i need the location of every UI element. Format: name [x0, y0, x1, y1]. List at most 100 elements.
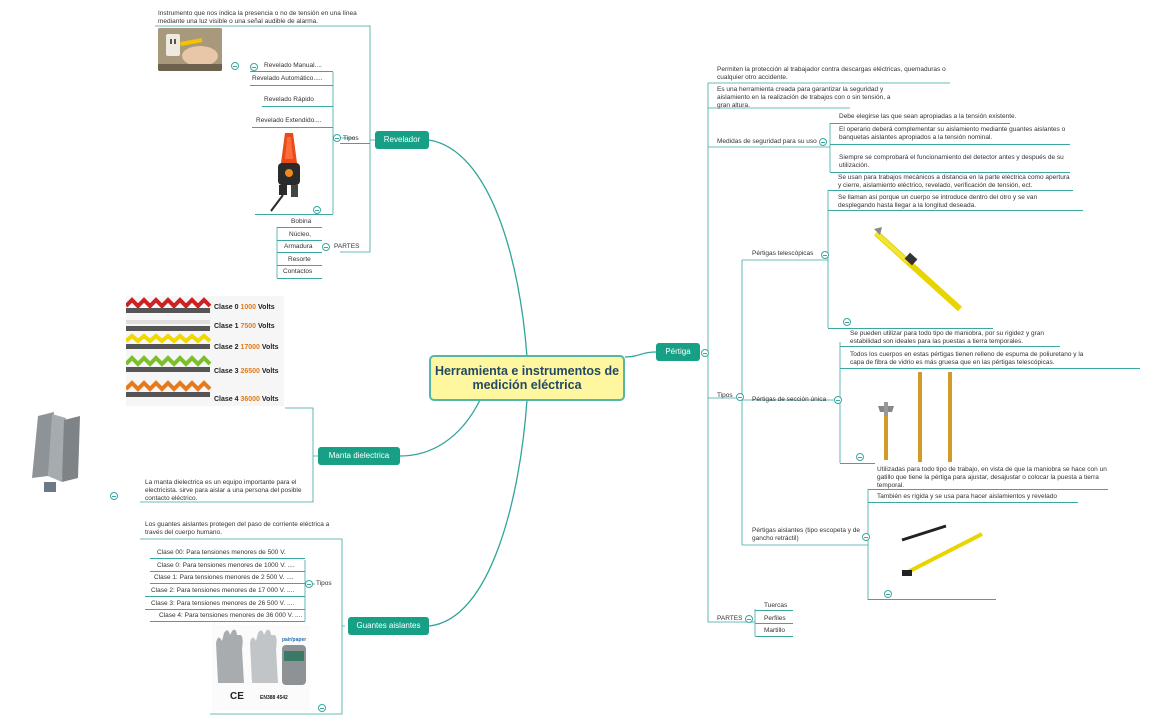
underline: [277, 227, 322, 228]
guantes-clase-00[interactable]: Clase 00: Para tensiones menores de 500 …: [157, 549, 286, 556]
guantes-label: Guantes aislantes: [356, 621, 421, 630]
underline: [828, 210, 1083, 211]
underline: [868, 502, 1078, 503]
revelador-parte-nucleo[interactable]: Núcleo,: [289, 231, 312, 238]
guantes-clase-2[interactable]: Clase 2: Para tensiones menores de 17 00…: [151, 587, 295, 594]
collapse-toggle-icon[interactable]: [231, 62, 239, 70]
revelador-tipo-extendido[interactable]: Revelado Extendido....: [256, 117, 322, 124]
revelador-tipo-manual[interactable]: Revelado Manual....: [264, 62, 322, 69]
guantes-tipos-label[interactable]: Tipos: [316, 580, 332, 587]
manta-description: La manta dielectrica es un equipo import…: [145, 479, 302, 502]
revelador-tipo-automatico[interactable]: Revelado Automático.....: [252, 75, 323, 82]
underline: [755, 610, 793, 611]
guantes-clase-3[interactable]: Clase 3: Para tensiones menores de 26 50…: [151, 600, 295, 607]
collapse-toggle-icon[interactable]: [318, 704, 326, 712]
manta-class-3: Clase 3 26500 Volts: [214, 368, 279, 375]
collapse-toggle-icon[interactable]: [884, 590, 892, 598]
medida-3: Siempre se comprobará el funcionamiento …: [839, 154, 1064, 169]
underline: [277, 240, 322, 241]
voltage-tester-image: [158, 28, 222, 71]
manta-topic[interactable]: Manta dielectrica: [318, 447, 400, 465]
revelador-parte-bobina[interactable]: Bobina: [291, 218, 312, 225]
guantes-cert: EN388 4542: [260, 695, 288, 701]
underline: [252, 127, 333, 128]
collapse-toggle-icon[interactable]: [821, 251, 829, 259]
seccion-desc-1: Se pueden utilizar para todo tipo de man…: [850, 330, 1045, 345]
guantes-image: pair/paper CE EN388 4542: [212, 625, 310, 711]
underline: [840, 463, 875, 464]
telescopicas-label[interactable]: Pértigas telescópicas: [752, 250, 814, 257]
pertiga-label: Pértiga: [665, 347, 691, 356]
revelador-description: Instrumento que nos indica la presencia …: [158, 10, 357, 25]
collapse-toggle-icon[interactable]: [843, 318, 851, 326]
pertiga-parte-perfiles[interactable]: Perfiles: [764, 615, 786, 622]
collapse-toggle-icon[interactable]: [322, 243, 330, 251]
underline: [340, 143, 370, 144]
manta-roll-image: [28, 412, 84, 498]
collapse-toggle-icon[interactable]: [313, 206, 321, 214]
aislantes-desc-2: También es rígida y se usa para hacer ai…: [877, 493, 1057, 500]
revelador-tool-image: [257, 131, 327, 213]
section-poles-image: [874, 372, 964, 462]
revelador-tipo-rapido[interactable]: Revelado Rápido: [264, 96, 314, 103]
underline: [150, 583, 305, 584]
aislantes-label[interactable]: Pértigas aislantes (tipo escopeta y de g…: [752, 527, 861, 542]
underline: [277, 278, 322, 279]
revelador-topic[interactable]: Revelador: [375, 131, 429, 149]
collapse-toggle-icon[interactable]: [333, 134, 341, 142]
telescopicas-desc-1: Se usan para trabajos mecánicos a distan…: [838, 174, 1070, 189]
guantes-topic[interactable]: Guantes aislantes: [348, 617, 429, 635]
revelador-partes-label[interactable]: PARTES: [334, 243, 360, 250]
seccion-desc-2: Todos los cuerpos en estas pértigas tien…: [850, 351, 1084, 366]
collapse-toggle-icon[interactable]: [110, 492, 118, 500]
underline: [255, 214, 333, 215]
underline: [145, 609, 305, 610]
telescopicas-desc-2: Se llaman así porque un cuerpo se introd…: [838, 194, 1038, 209]
collapse-toggle-icon[interactable]: [862, 533, 870, 541]
pertiga-partes-label[interactable]: PARTES: [717, 615, 743, 622]
pertiga-desc-2: Es una herramienta creada para garantiza…: [717, 86, 891, 109]
ce-mark-icon: CE: [230, 691, 244, 702]
underline: [150, 571, 305, 572]
collapse-toggle-icon[interactable]: [701, 349, 709, 357]
guantes-clase-0[interactable]: Clase 0: Para tensiones menores de 1000 …: [157, 562, 295, 569]
telescopic-pole-image: [868, 225, 968, 315]
collapse-toggle-icon[interactable]: [819, 138, 827, 146]
revelador-parte-contactos[interactable]: Contactos: [283, 268, 313, 275]
guantes-clase-4[interactable]: Clase 4: Para tensiones menores de 36 00…: [159, 612, 303, 619]
central-title: Herramienta e instrumentos de medición e…: [434, 364, 620, 392]
manta-class-4: Clase 4 36000 Volts: [214, 396, 279, 403]
collapse-toggle-icon[interactable]: [834, 396, 842, 404]
manta-label: Manta dielectrica: [328, 451, 390, 460]
central-topic[interactable]: Herramienta e instrumentos de medición e…: [429, 355, 625, 401]
seccion-label[interactable]: Pértigas de sección única: [752, 396, 827, 403]
collapse-toggle-icon[interactable]: [305, 580, 313, 588]
pertiga-desc-1: Permiten la protección al trabajador con…: [717, 66, 946, 81]
underline: [250, 85, 333, 86]
underline: [828, 190, 1073, 191]
underline: [277, 252, 322, 253]
pertiga-parte-tuercas[interactable]: Tuercas: [764, 602, 788, 609]
revelador-parte-resorte[interactable]: Resorte: [288, 256, 311, 263]
collapse-toggle-icon[interactable]: [250, 63, 258, 71]
underline: [828, 328, 993, 329]
underline: [830, 172, 1070, 173]
collapse-toggle-icon[interactable]: [736, 393, 744, 401]
underline: [145, 596, 305, 597]
pertiga-topic[interactable]: Pértiga: [656, 343, 700, 361]
underline: [262, 106, 333, 107]
underline: [250, 71, 333, 72]
underline: [868, 599, 996, 600]
guantes-description: Los guantes aislantes protegen del paso …: [145, 521, 330, 536]
pertiga-parte-martillo[interactable]: Martillo: [764, 627, 785, 634]
revelador-tipos-label[interactable]: Tipos: [343, 135, 359, 142]
pertiga-medidas-label[interactable]: Medidas de seguridad para su uso: [717, 138, 817, 145]
underline: [277, 265, 322, 266]
collapse-toggle-icon[interactable]: [856, 453, 864, 461]
collapse-toggle-icon[interactable]: [745, 615, 753, 623]
pertiga-tipos-label[interactable]: Tipos: [717, 392, 733, 399]
guantes-clase-1[interactable]: Clase 1: Para tensiones menores de 2 500…: [154, 574, 294, 581]
revelador-parte-armadura[interactable]: Armadura: [284, 243, 313, 250]
underline: [150, 621, 305, 622]
shotgun-pole-image: [898, 520, 986, 580]
